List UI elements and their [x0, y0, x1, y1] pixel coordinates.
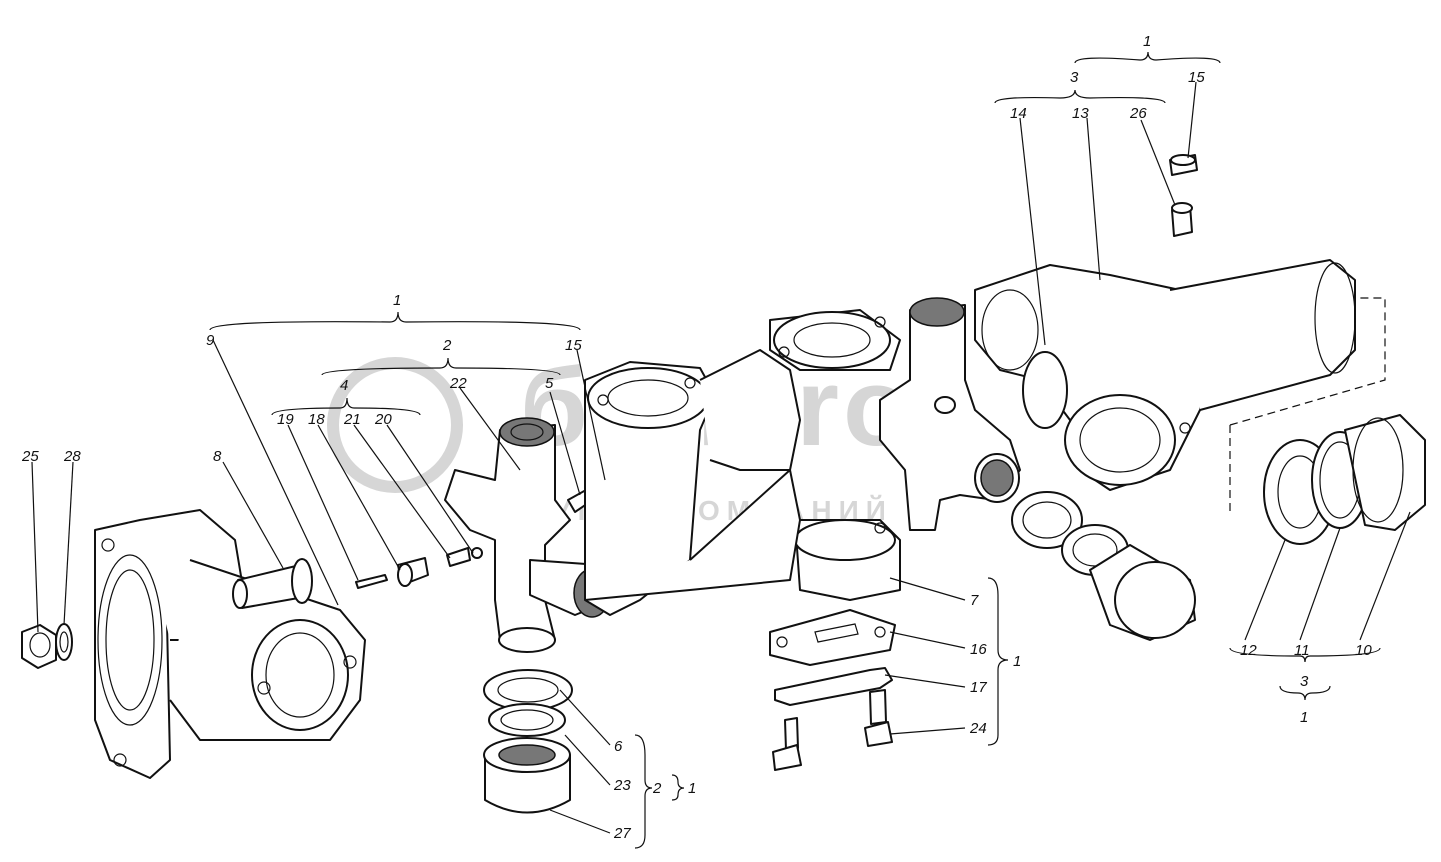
- dash-leader-right: [1229, 297, 1386, 426]
- grease-fittings-top: [1169, 154, 1198, 237]
- spring-21: [446, 547, 471, 567]
- label-24: 24: [969, 720, 987, 737]
- label-15-left: 15: [565, 337, 582, 354]
- label-23: 23: [613, 777, 631, 794]
- label-1-bottom: 1: [688, 780, 696, 797]
- label-22: 22: [449, 375, 467, 392]
- double-yoke-7: [584, 309, 901, 616]
- plug-14: [1022, 351, 1068, 429]
- seal-rings-right: [1011, 491, 1196, 641]
- callout-leaders: [31, 51, 1411, 849]
- label-2-bottom: 2: [652, 780, 662, 797]
- watermark-ring: [327, 357, 463, 493]
- lock-17: [774, 667, 893, 706]
- label-7: 7: [970, 592, 979, 609]
- label-14: 14: [1010, 105, 1027, 122]
- label-1-right: 1: [1300, 709, 1308, 726]
- label-17: 17: [970, 679, 987, 696]
- nut-25: [21, 624, 57, 669]
- label-9: 9: [206, 332, 215, 349]
- label-5: 5: [545, 375, 554, 392]
- label-16: 16: [970, 641, 987, 658]
- label-1-mid: 1: [1013, 653, 1021, 670]
- washer-28: [55, 623, 73, 661]
- small-parts-4: [355, 547, 483, 589]
- label-3-right: 3: [1300, 673, 1309, 690]
- label-6: 6: [614, 738, 623, 755]
- label-10: 10: [1355, 642, 1372, 659]
- label-21: 21: [343, 411, 361, 428]
- bearing-group: [483, 669, 573, 814]
- flange-yoke: [94, 509, 366, 779]
- bolt-24: [772, 689, 893, 771]
- label-3-top: 3: [1070, 69, 1079, 86]
- label-8: 8: [213, 448, 222, 465]
- label-27: 27: [613, 825, 631, 842]
- label-26: 26: [1129, 105, 1147, 122]
- label-1-top: 1: [1143, 33, 1151, 50]
- label-18: 18: [308, 411, 325, 428]
- label-11: 11: [1294, 642, 1310, 659]
- pin-8: [232, 558, 313, 609]
- ring-23: [488, 703, 566, 737]
- ball-20: [471, 547, 483, 559]
- label-28: 28: [63, 448, 81, 465]
- lock-plate-16: [769, 609, 896, 666]
- label-19: 19: [277, 411, 294, 428]
- label-15-top: 15: [1188, 69, 1205, 86]
- label-2-left: 2: [442, 337, 452, 354]
- label-20: 20: [374, 411, 392, 428]
- label-12: 12: [1240, 642, 1257, 659]
- slip-yoke-13: [974, 259, 1356, 491]
- cross-spider-right: [879, 297, 1021, 531]
- label-4: 4: [340, 377, 348, 394]
- pin-19: [355, 574, 388, 589]
- boot-10: [1344, 414, 1426, 531]
- label-25: 25: [21, 448, 39, 465]
- label-1-left: 1: [393, 292, 401, 309]
- label-13: 13: [1072, 105, 1089, 122]
- part-labels: 1 3 15 14 13 26 1 2 15 9 4 22 5 19 18 21…: [21, 33, 1372, 842]
